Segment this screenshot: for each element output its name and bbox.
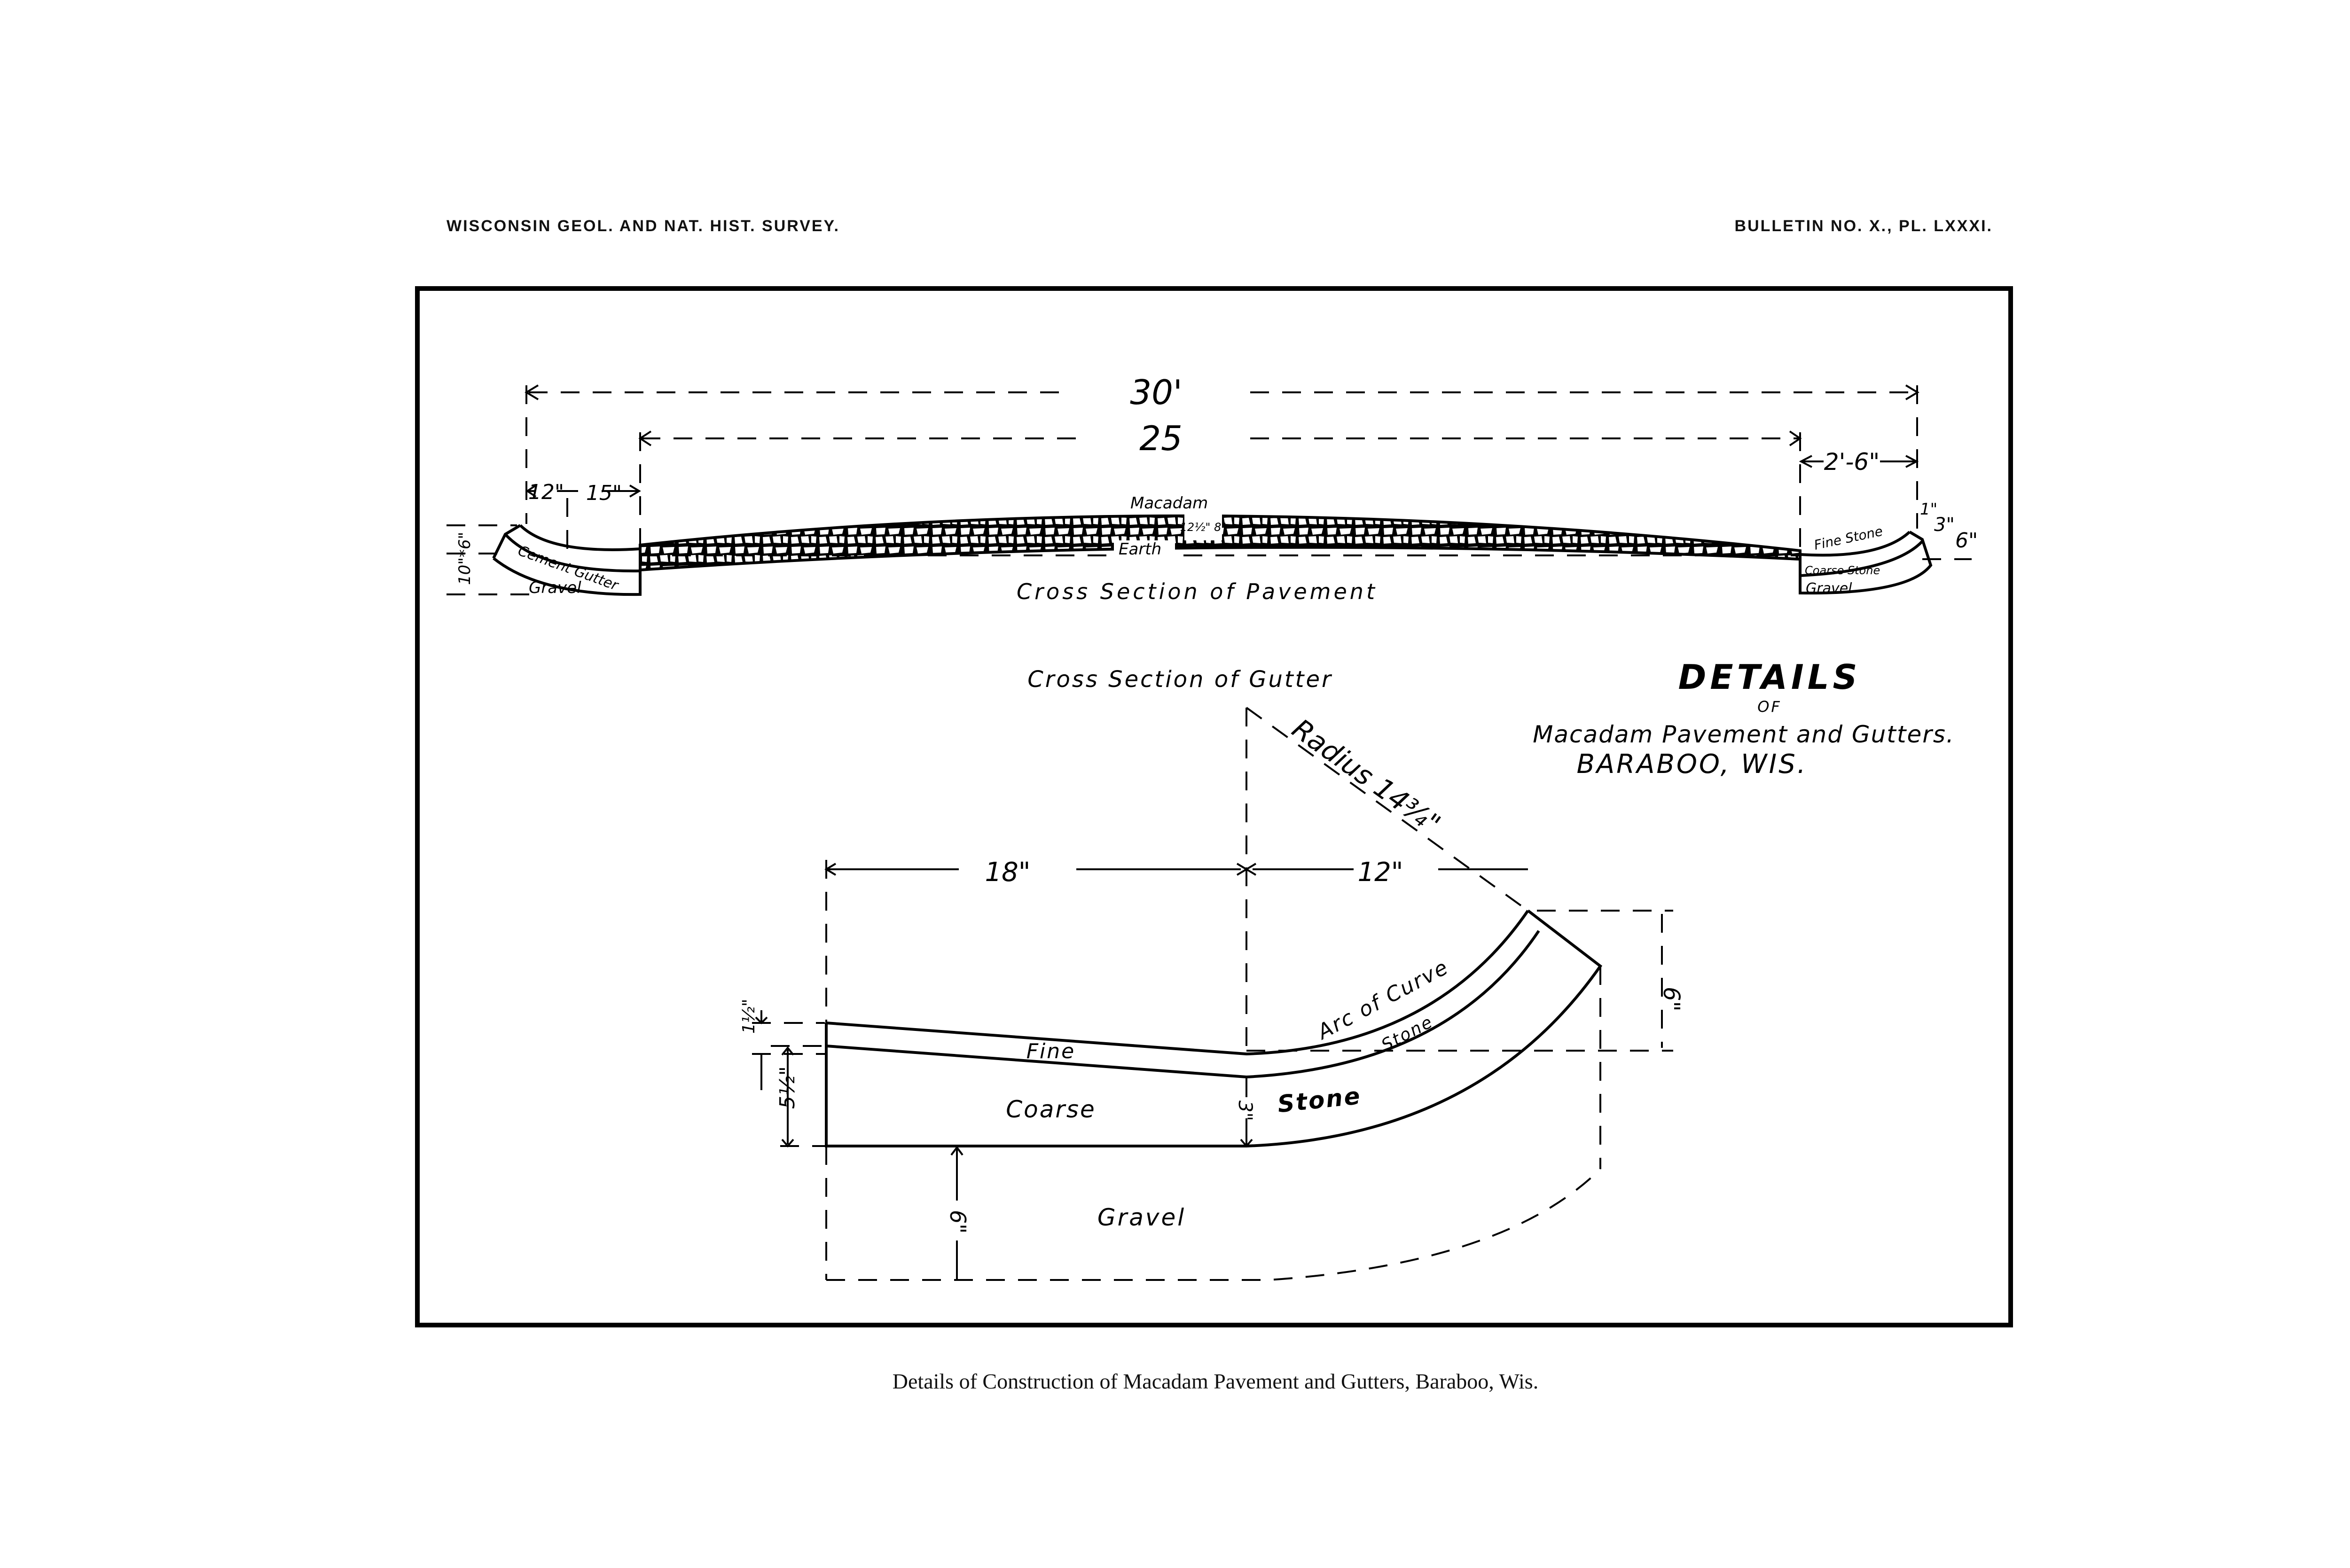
dim-6-right-label: 6" bbox=[1658, 987, 1684, 1012]
center-dim-gap bbox=[1184, 512, 1222, 540]
center-dims-label: 12½" 8" bbox=[1180, 521, 1227, 534]
plate-frame bbox=[415, 286, 2013, 1327]
radius-label: Radius 14¾" bbox=[1286, 712, 1447, 840]
gravel-label: Gravel bbox=[1097, 1204, 1186, 1231]
gutter-cross-section: Cross Section of Gutter 18" 12" Radius 1… bbox=[739, 666, 1684, 1281]
coarse-label: Coarse bbox=[1006, 1096, 1096, 1123]
coarse-stone-label: Coarse Stone bbox=[1805, 564, 1880, 577]
dim-line-12-15 bbox=[525, 484, 641, 498]
dim-1-5-label: 1½" bbox=[739, 999, 759, 1034]
dim-line-2-6 bbox=[1799, 455, 1919, 468]
dim-18-label: 18" bbox=[985, 857, 1030, 888]
coarse-stone-outline bbox=[825, 909, 1603, 1147]
dim-right-gutter-label: 2'-6" bbox=[1824, 448, 1880, 476]
dim-6-gravel-label: 6" bbox=[945, 1210, 971, 1233]
gravel-bottom bbox=[826, 1168, 1601, 1281]
title-place: BARABOO, WIS. bbox=[1576, 749, 1807, 780]
radius-line bbox=[1246, 707, 1529, 912]
dim-total-label: 30' bbox=[1130, 373, 1182, 412]
header-right: BULLETIN NO. X., PL. LXXXI. bbox=[1735, 217, 1993, 235]
pavement-title: Cross Section of Pavement bbox=[1017, 579, 1378, 604]
dim-line-left bbox=[755, 1010, 794, 1148]
earth-label: Earth bbox=[1119, 540, 1161, 559]
fine-coarse-boundary bbox=[826, 930, 1540, 1079]
dim-3-label: 3" bbox=[1934, 514, 1955, 536]
stone-label: Stone bbox=[1276, 1082, 1363, 1118]
dim-height-left-label: 10"*6" bbox=[455, 532, 474, 585]
details-title: DETAILS bbox=[1678, 657, 1861, 697]
dim-12-gutter-label: 12" bbox=[1357, 857, 1403, 888]
left-gravel-outline bbox=[492, 524, 642, 596]
macadam-label: Macadam bbox=[1130, 494, 1208, 513]
dim-roadway-label: 25 bbox=[1139, 419, 1183, 458]
of-label: OF bbox=[1757, 698, 1782, 716]
fine-label: Fine bbox=[1026, 1039, 1076, 1063]
header-left: WISCONSIN GEOL. AND NAT. HIST. SURVEY. bbox=[446, 217, 840, 235]
dim-15-label: 15" bbox=[586, 481, 622, 505]
gutter-title: Cross Section of Gutter bbox=[1027, 666, 1333, 693]
left-gravel-label: Gravel bbox=[529, 578, 581, 597]
dim-line-6-gravel bbox=[950, 1146, 964, 1280]
title-block: DETAILS OF Macadam Pavement and Gutters.… bbox=[1533, 657, 1955, 780]
plate-caption: Details of Construction of Macadam Pavem… bbox=[893, 1369, 1538, 1393]
left-gutter-bottom bbox=[504, 533, 641, 573]
dim-6-label: 6" bbox=[1955, 529, 1978, 553]
left-gutter-surface bbox=[519, 524, 641, 551]
right-gutter-coarse bbox=[1800, 540, 1924, 577]
arc-stone-label: Stone bbox=[1378, 1012, 1436, 1055]
pavement-cross-section: 30' 25 2'-6" 12" 15" Macadam 12½" 8" Ear… bbox=[446, 373, 1978, 604]
right-gravel-outline bbox=[1799, 530, 1933, 595]
dim-3-gutter-label: 3" bbox=[1234, 1100, 1256, 1121]
dim-1-label: 1" bbox=[1920, 500, 1937, 519]
title-subtitle: Macadam Pavement and Gutters. bbox=[1533, 721, 1955, 748]
right-gutter-fine bbox=[1800, 530, 1911, 557]
dim-5-5-label: 5½" bbox=[776, 1066, 799, 1109]
dim-line-3 bbox=[1240, 1078, 1253, 1148]
right-gravel-label: Gravel bbox=[1806, 580, 1852, 597]
earth-gap bbox=[1114, 540, 1175, 557]
dim-12-label: 12" bbox=[528, 480, 564, 504]
